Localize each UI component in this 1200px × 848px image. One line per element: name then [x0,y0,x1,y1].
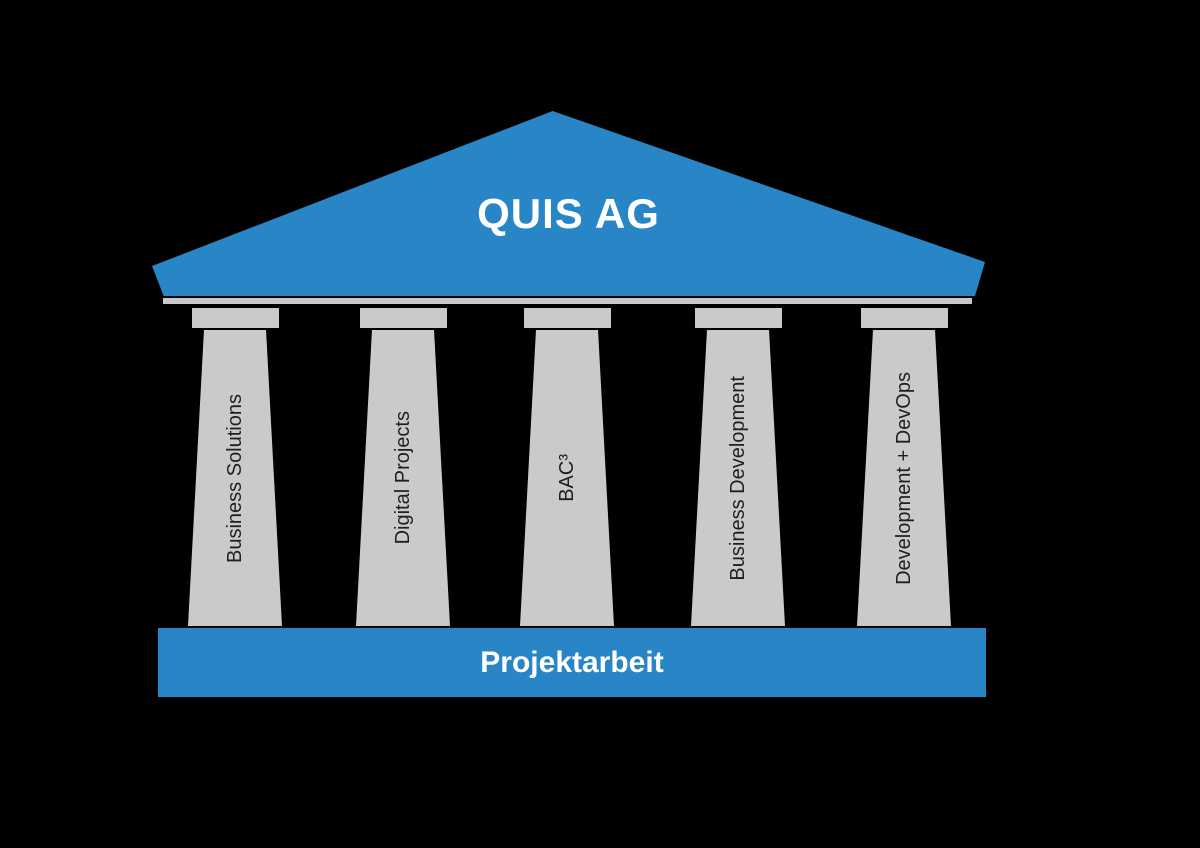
foundation-bar: Projektarbeit [158,628,986,697]
pillar-label-development-devops: Development + DevOps [892,371,915,585]
pediment-roof: QUIS AG [152,111,985,296]
foundation-label: Projektarbeit [480,645,664,679]
company-title: QUIS AG [477,189,660,237]
pillar-capital-1 [192,308,279,328]
pillar-label-business-development: Business Development [726,375,749,581]
pillar-label-bac3: BAC³ [555,454,578,502]
pillar-bac3: BAC³ [520,330,614,626]
pillar-business-development: Business Development [691,330,785,626]
pillar-development-devops: Development + DevOps [857,330,951,626]
pillar-capital-3 [524,308,611,328]
architrave-beam [163,298,972,304]
pillar-business-solutions: Business Solutions [188,330,282,626]
pillar-label-business-solutions: Business Solutions [223,393,246,563]
pillar-capital-5 [861,308,948,328]
pillar-capital-2 [360,308,447,328]
pillar-label-digital-projects: Digital Projects [391,411,414,545]
pillar-digital-projects: Digital Projects [356,330,450,626]
pillar-capital-4 [695,308,782,328]
